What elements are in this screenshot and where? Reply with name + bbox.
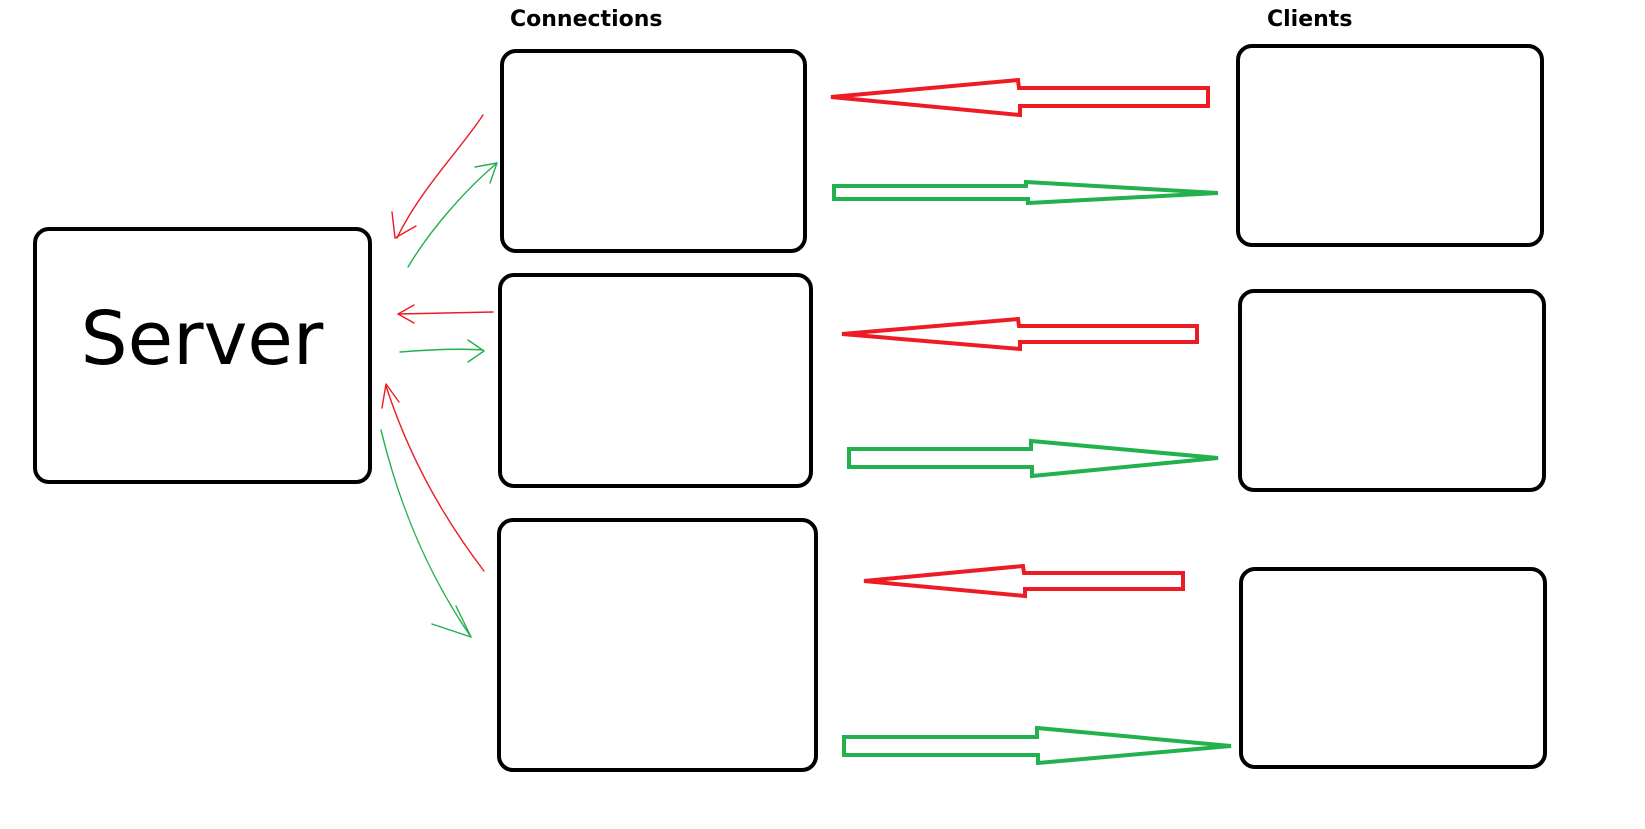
red-arrowhead-2: [397, 304, 415, 324]
connection-box-1: [500, 49, 807, 253]
green-arrow-to-connection-1: [407, 162, 498, 268]
client-box-2: [1238, 289, 1546, 492]
red-arrow-to-server-3: [385, 385, 485, 572]
green-arrow-to-connection-3: [380, 429, 472, 638]
server-label: Server: [81, 296, 324, 382]
red-block-arrow-3: [863, 563, 1185, 599]
client-connection-arrows: [830, 77, 1232, 766]
connection-box-2: [498, 273, 813, 488]
green-arrowhead-2: [467, 339, 485, 363]
green-arrow-to-connection-2: [399, 348, 484, 353]
red-arrow-to-server-2: [397, 311, 494, 315]
server-box: [33, 227, 372, 484]
green-arrowhead-3: [431, 605, 472, 638]
green-block-arrow-1: [832, 179, 1219, 206]
connections-heading: Connections: [510, 7, 662, 32]
red-block-arrow-2: [841, 316, 1199, 352]
red-arrowhead-3: [381, 383, 400, 409]
client-box-3: [1239, 567, 1547, 769]
server-connection-arrows: [380, 114, 498, 638]
green-block-arrow-3: [842, 725, 1232, 766]
clients-heading: Clients: [1267, 7, 1352, 32]
red-arrow-to-server-1: [396, 114, 484, 239]
red-block-arrow-1: [830, 77, 1210, 118]
green-arrowhead-1: [474, 162, 498, 184]
connection-box-3: [497, 518, 818, 772]
client-box-1: [1236, 44, 1544, 247]
green-block-arrow-2: [847, 438, 1219, 479]
red-arrowhead-1: [391, 211, 417, 239]
